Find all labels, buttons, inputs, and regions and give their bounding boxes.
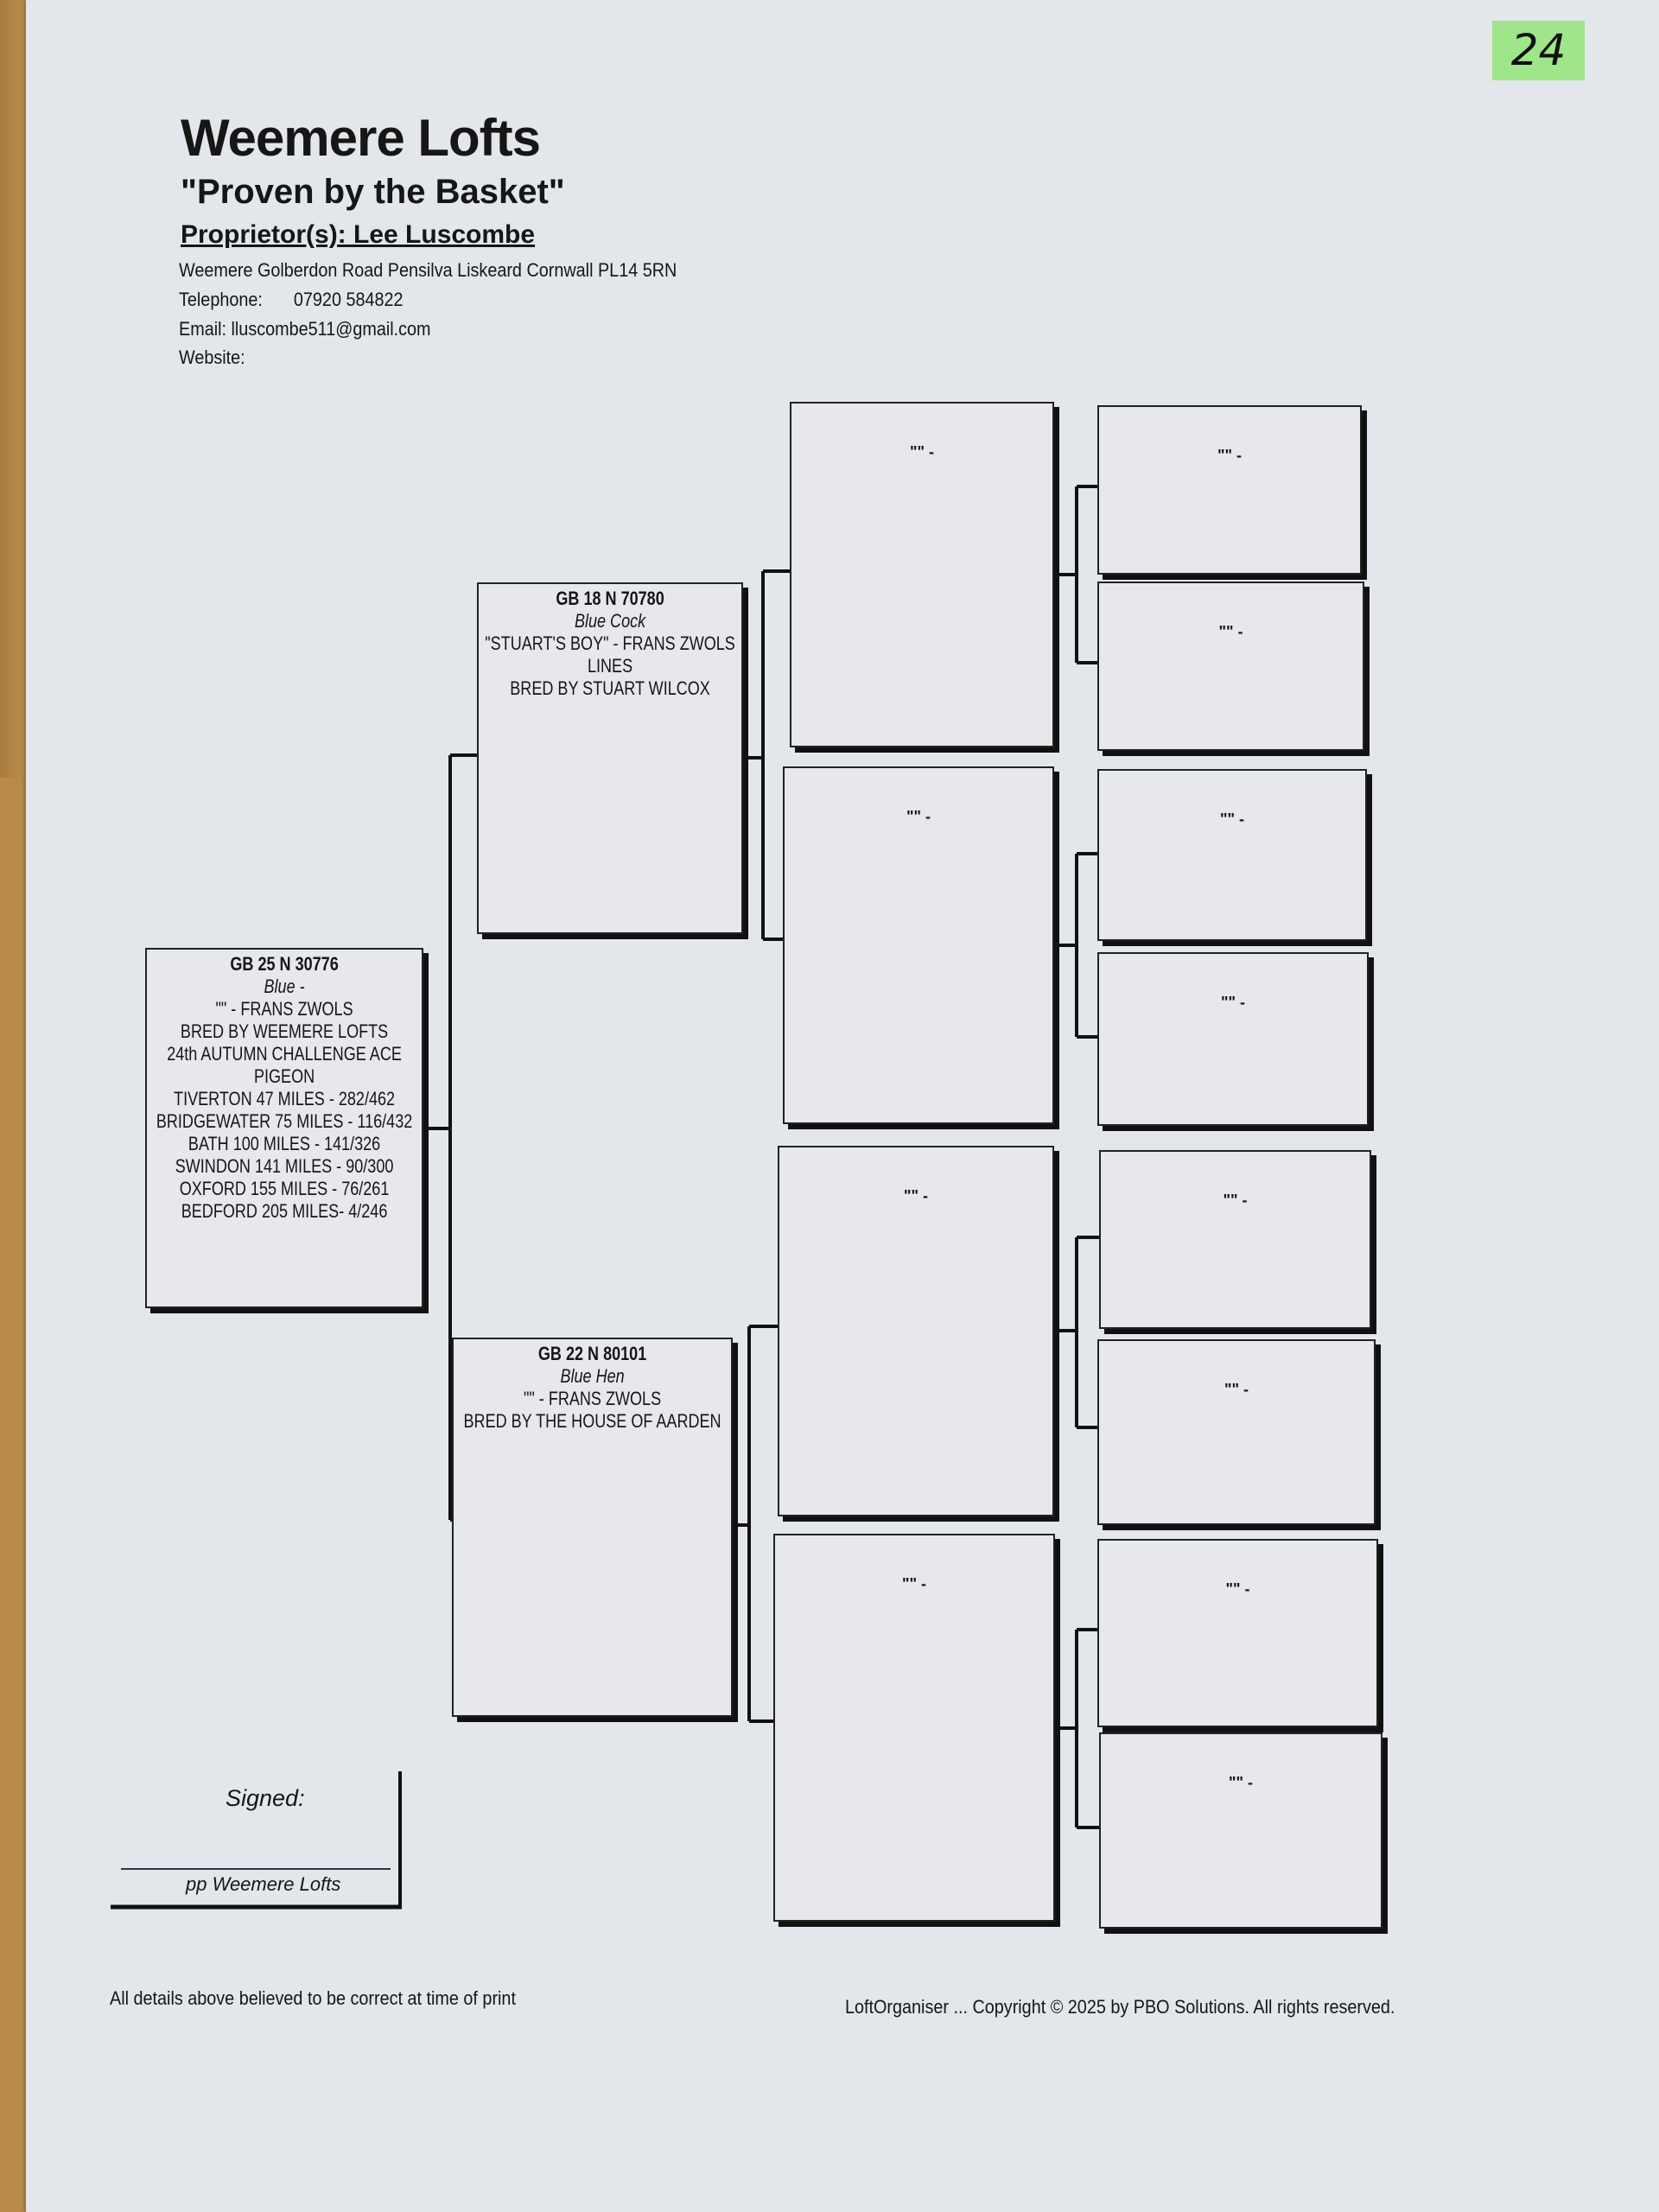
empty-entry: "" - [1220, 994, 1246, 1011]
grandparent-card: "" - [773, 1534, 1055, 1922]
race-result: OXFORD 155 MILES - 76/261 [179, 1178, 390, 1199]
disclaimer: All details above believed to be correct… [110, 1987, 516, 2009]
empty-entry: "" - [901, 1575, 927, 1592]
connector-gp3 [1056, 1236, 1099, 1429]
grandparent-card: "" - [790, 402, 1054, 747]
grandparent-card: "" - [778, 1146, 1054, 1516]
empty-entry: "" - [1219, 810, 1245, 828]
page-number-sticker: 24 [1492, 21, 1585, 80]
empty-entry: "" - [903, 1187, 929, 1205]
signed-label: Signed: [226, 1785, 305, 1811]
detail-line: LINES [587, 655, 633, 677]
proprietor: Proprietor(s): Lee Luscombe [181, 220, 536, 249]
pp-label: pp Weemere Lofts [186, 1873, 341, 1895]
connector-gp1 [1056, 485, 1097, 664]
detail-line: BRED BY WEEMERE LOFTS [180, 1020, 389, 1042]
empty-entry: "" - [1218, 623, 1243, 640]
empty-entry: "" - [1228, 1774, 1254, 1791]
copyright: LoftOrganiser ... Copyright © 2025 by PB… [845, 1996, 1395, 2018]
empty-entry: "" - [909, 443, 935, 461]
race-result: TIVERTON 47 MILES - 282/462 [174, 1088, 396, 1109]
detail-line: "STUART'S BOY" - FRANS ZWOLS [485, 632, 735, 654]
great-grandparent-card: "" - [1097, 952, 1369, 1126]
empty-entry: "" - [906, 808, 931, 825]
colour: Blue Cock [574, 610, 646, 632]
detail-line: PIGEON [253, 1065, 315, 1087]
detail-line: BRED BY THE HOUSE OF AARDEN [463, 1410, 721, 1432]
empty-entry: "" - [1217, 447, 1243, 464]
great-grandparent-card: "" - [1097, 769, 1367, 941]
loft-slogan: "Proven by the Basket" [181, 173, 565, 211]
sire-card: GB 18 N 70780 Blue Cock "STUART'S BOY" -… [477, 582, 743, 934]
connector-sire [745, 569, 790, 941]
telephone-number: 07920 584822 [293, 289, 404, 310]
great-grandparent-card: "" - [1097, 582, 1364, 751]
race-result: SWINDON 141 MILES - 90/300 [175, 1155, 394, 1177]
race-result: BEDFORD 205 MILES- 4/246 [181, 1200, 388, 1222]
great-grandparent-card: "" - [1097, 405, 1362, 575]
connector-dam [734, 1325, 778, 1723]
website: Website: [179, 346, 245, 368]
colour: Blue Hen [560, 1365, 625, 1387]
detail-line: 24th AUTUMN CHALLENGE ACE [167, 1043, 402, 1065]
address: Weemere Golberdon Road Pensilva Liskeard… [179, 259, 677, 281]
ring-number: GB 25 N 30776 [230, 953, 339, 975]
empty-entry: "" - [1224, 1381, 1249, 1398]
empty-entry: "" - [1225, 1580, 1250, 1598]
great-grandparent-card: "" - [1097, 1539, 1378, 1727]
great-grandparent-card: "" - [1099, 1732, 1382, 1929]
connector-gp2 [1056, 852, 1097, 1039]
great-grandparent-card: "" - [1099, 1150, 1371, 1329]
race-result: BRIDGEWATER 75 MILES - 116/432 [156, 1110, 413, 1132]
email: Email: lluscombe511@gmail.com [179, 318, 431, 340]
colour: Blue - [264, 976, 305, 997]
detail-line: BRED BY STUART WILCOX [510, 677, 710, 699]
connector-subject [425, 753, 477, 1522]
grandparent-card: "" - [783, 766, 1054, 1124]
ring-number: GB 18 N 70780 [556, 588, 664, 609]
telephone-row: Telephone: 07920 584822 [179, 289, 404, 311]
subject-pigeon-card: GB 25 N 30776 Blue - "" - FRANS ZWOLS BR… [145, 948, 423, 1308]
dam-card: GB 22 N 80101 Blue Hen "" - FRANS ZWOLS … [452, 1338, 733, 1717]
detail-line: "" - FRANS ZWOLS [215, 998, 353, 1020]
empty-entry: "" - [1223, 1192, 1248, 1209]
ring-number: GB 22 N 80101 [537, 1343, 647, 1364]
loft-name: Weemere Lofts [181, 109, 541, 167]
telephone-label: Telephone: [179, 289, 263, 310]
detail-line: "" - FRANS ZWOLS [523, 1388, 662, 1409]
race-result: BATH 100 MILES - 141/326 [188, 1133, 381, 1154]
connector-gp4 [1057, 1628, 1099, 1829]
great-grandparent-card: "" - [1097, 1339, 1376, 1525]
